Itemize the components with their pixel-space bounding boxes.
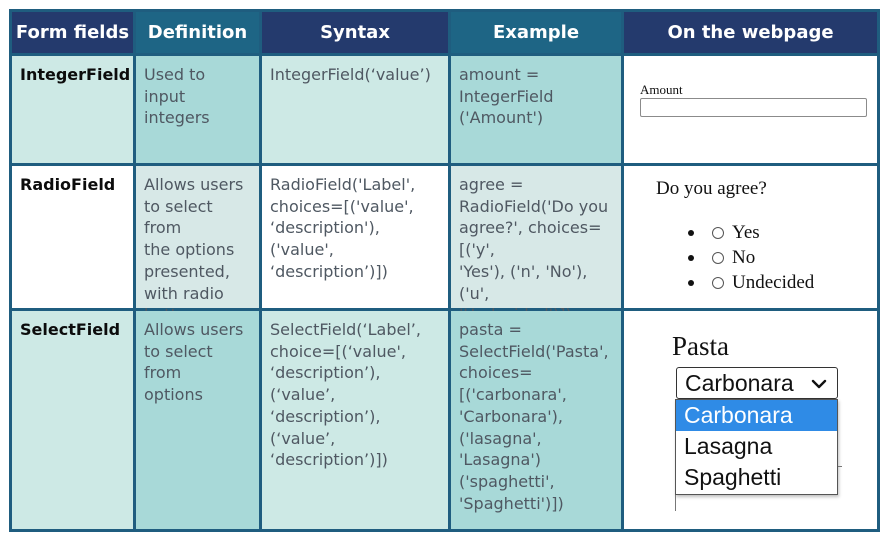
header-form-fields: Form fields: [12, 12, 133, 53]
preview-selectfield: Pasta Carbonara Carbonara Lasagna Spaghe…: [624, 311, 877, 529]
dropdown-option-lasagna[interactable]: Lasagna: [684, 433, 773, 459]
bullet-icon: [688, 255, 694, 261]
header-on-the-webpage: On the webpage: [624, 12, 877, 53]
radio-question: Do you agree?: [656, 178, 767, 199]
pasta-dropdown-list: Carbonara Lasagna Spaghetti: [675, 399, 838, 495]
syntax-integerfield: IntegerField(‘value’): [262, 56, 448, 163]
radio-button-no[interactable]: [712, 252, 724, 264]
example-radiofield: agree = RadioField('Do you agree?', choi…: [451, 166, 621, 324]
example-integerfield: amount = IntegerField ('Amount'): [451, 56, 621, 163]
dropdown-option-spaghetti[interactable]: Spaghetti: [684, 464, 782, 490]
dropdown-option-carbonara[interactable]: Carbonara: [676, 400, 837, 431]
radio-option-no[interactable]: No: [688, 246, 755, 270]
preview-radiofield: Do you agree? Yes No Undecided: [624, 166, 877, 308]
pasta-select[interactable]: Carbonara: [676, 367, 838, 399]
definition-radiofield: Allows users to select from the options …: [136, 166, 259, 324]
field-name-radiofield: RadioField: [12, 166, 133, 308]
example-selectfield: pasta = SelectField('Pasta', choices= [(…: [451, 311, 621, 529]
definition-selectfield: Allows users to select from options: [136, 311, 259, 529]
radio-option-yes[interactable]: Yes: [688, 221, 760, 245]
field-name-selectfield: SelectField: [12, 311, 133, 529]
radio-button-undecided[interactable]: [712, 277, 724, 289]
amount-label: Amount: [640, 82, 683, 97]
definition-integerfield: Used to input integers: [136, 56, 259, 163]
radio-button-yes[interactable]: [712, 227, 724, 239]
header-definition: Definition: [136, 12, 259, 53]
radio-option-undecided[interactable]: Undecided: [688, 271, 814, 295]
amount-input[interactable]: [640, 98, 867, 117]
preview-integerfield: Amount: [624, 56, 877, 163]
divider: [675, 495, 676, 511]
header-example: Example: [451, 12, 621, 53]
form-fields-table: Form fields Definition Syntax Example On…: [9, 9, 880, 532]
syntax-radiofield: RadioField('Label', choices=[('value', ‘…: [262, 166, 448, 308]
pasta-label: Pasta: [672, 331, 729, 361]
bullet-icon: [688, 280, 694, 286]
header-syntax: Syntax: [262, 12, 448, 53]
bullet-icon: [688, 230, 694, 236]
syntax-selectfield: SelectField(‘Label’, choice=[(‘value', ‘…: [262, 311, 448, 529]
divider: [838, 466, 842, 467]
chevron-down-icon: [811, 379, 827, 389]
field-name-integerfield: IntegerField: [12, 56, 133, 163]
